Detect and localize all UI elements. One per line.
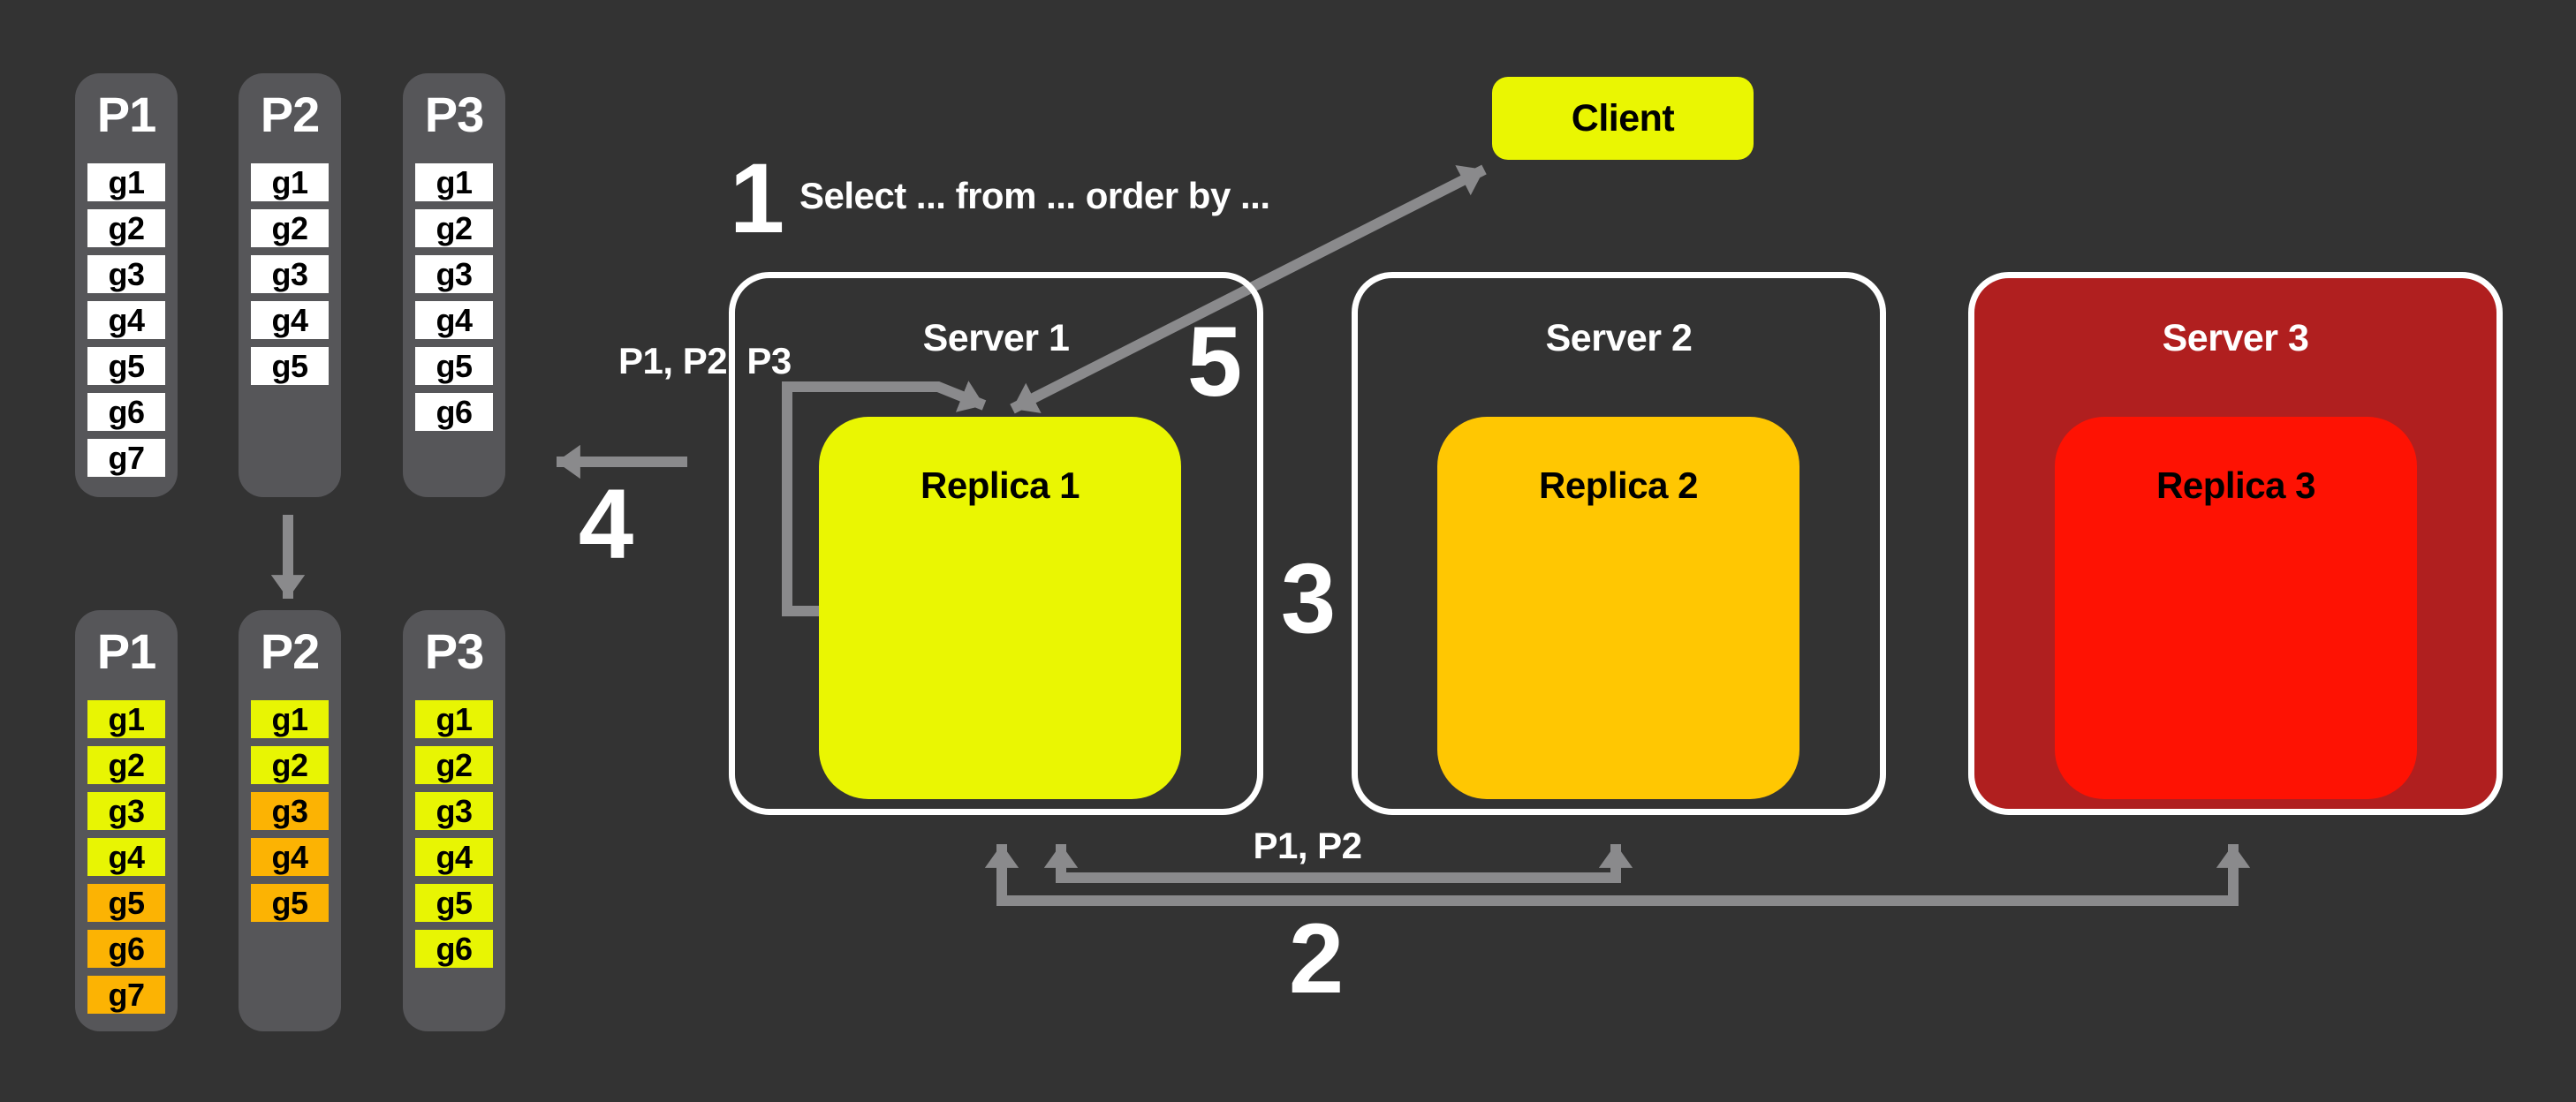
group-box: g3 [87,255,165,293]
group-box: g1 [87,700,165,738]
partition-column-p3-after: P3 g1 g2 g3 g4 g5 g6 [403,610,505,1031]
partition-column-p2-before: P2 g1 g2 g3 g4 g5 [239,73,341,497]
group-box: g6 [415,930,493,968]
group-box: g4 [415,301,493,339]
group-box: g2 [87,746,165,784]
arrow-replication-outer [984,844,2251,906]
group-box: g5 [251,884,329,922]
group-list: g1 g2 g3 g4 g5 g6 [403,163,505,431]
group-list: g1 g2 g3 g4 g5 [239,163,341,385]
group-box: g1 [251,700,329,738]
replica2-label: Replica 2 [1539,464,1698,506]
replication-partitions-label: P1, P2 [1253,825,1362,866]
group-box: g2 [251,746,329,784]
step-number-5: 5 [1186,306,1242,417]
replica3-label: Replica 3 [2156,464,2315,506]
group-box: g2 [251,209,329,247]
server2-title: Server 2 [1545,317,1693,359]
server2-box: Server 2 [1352,272,1886,815]
server1-title: Server 1 [922,317,1070,359]
group-box: g2 [415,746,493,784]
partition-column-p1-after: P1 g1 g2 g3 g4 g5 g6 g7 [75,610,178,1031]
step-number-3: 3 [1280,543,1336,653]
replica3-box: Replica 3 [2055,417,2417,799]
partition-label: P3 [424,87,485,142]
replica1-label: Replica 1 [921,464,1080,506]
group-box: g5 [87,347,165,385]
partition-label: P1 [96,623,157,679]
group-box: g2 [415,209,493,247]
group-box: g3 [251,255,329,293]
group-list: g1 g2 g3 g4 g5 g6 g7 [75,163,178,477]
group-list: g1 g2 g3 g4 g5 g6 g7 [75,700,178,1014]
step-number-2: 2 [1288,903,1344,1014]
partition-label: P3 [424,623,485,679]
group-box: g3 [415,792,493,830]
server1-box: Server 1 [729,272,1263,815]
replica1-box: Replica 1 [819,417,1181,799]
group-box: g4 [87,838,165,876]
group-box: g1 [87,163,165,201]
group-box: g3 [251,792,329,830]
group-list: g1 g2 g3 g4 g5 [239,700,341,922]
group-box: g3 [87,792,165,830]
group-box: g3 [415,255,493,293]
partition-column-p3-before: P3 g1 g2 g3 g4 g5 g6 [403,73,505,497]
replica2-box: Replica 2 [1437,417,1799,799]
group-box: g5 [251,347,329,385]
query-text: Select ... from ... order by ... [799,175,1270,216]
partition-label: P2 [260,87,321,142]
group-box: g5 [415,347,493,385]
client-box: Client [1492,77,1754,160]
group-box: g4 [251,301,329,339]
partition-column-p1-before: P1 g1 g2 g3 g4 g5 g6 g7 [75,73,178,497]
loop-partitions-label: P1, P2, P3 [618,340,792,381]
server3-title: Server 3 [2162,317,2309,359]
group-box: g6 [87,393,165,431]
step-number-1: 1 [729,143,784,253]
group-box: g5 [87,884,165,922]
group-box: g6 [415,393,493,431]
group-box: g4 [251,838,329,876]
group-box: g1 [415,700,493,738]
group-box: g2 [87,209,165,247]
group-box: g4 [415,838,493,876]
group-box: g5 [415,884,493,922]
group-box: g1 [415,163,493,201]
group-list: g1 g2 g3 g4 g5 g6 [403,700,505,968]
group-box: g1 [251,163,329,201]
group-box: g7 [87,976,165,1014]
partition-column-p2-after: P2 g1 g2 g3 g4 g5 [239,610,341,1031]
partition-label: P2 [260,623,321,679]
group-box: g7 [87,439,165,477]
partition-label: P1 [96,87,157,142]
group-box: g6 [87,930,165,968]
step-number-4: 4 [578,469,633,579]
arrow-replica1-self-loop [782,381,987,616]
group-box: g4 [87,301,165,339]
